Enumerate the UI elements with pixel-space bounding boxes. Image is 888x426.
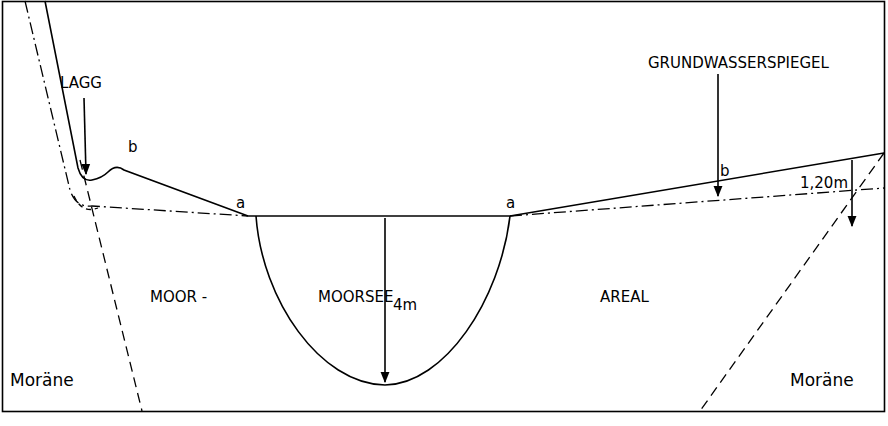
material-label: Moräne xyxy=(790,372,854,389)
frame xyxy=(3,2,885,412)
area-label: MOOR - xyxy=(150,290,207,305)
line-label: b xyxy=(128,140,138,155)
area-label: AREAL xyxy=(600,290,649,305)
thickness-tick xyxy=(851,160,853,192)
groundwater-arrow xyxy=(717,74,719,196)
material-label: Moräne xyxy=(10,372,74,389)
bog-surface-left xyxy=(45,1,248,216)
lake-basin xyxy=(256,216,510,385)
lake-surface xyxy=(248,215,510,217)
area-label: MOORSEE xyxy=(318,290,393,305)
bog-surface-right xyxy=(510,153,884,216)
groundwater-left xyxy=(25,1,248,216)
area-label: GRUNDWASSERSPIEGEL xyxy=(648,56,829,71)
lagg-arrow xyxy=(84,98,86,174)
point-label: a xyxy=(236,196,245,211)
line-label: b xyxy=(720,164,730,179)
thickness-arrow xyxy=(851,192,853,226)
groundwater-right xyxy=(510,188,884,216)
lagg-groundwater xyxy=(74,196,98,210)
moraine-boundary-left xyxy=(80,160,142,411)
point-label: a xyxy=(506,196,515,211)
dimension-label: 4m xyxy=(393,298,417,313)
area-label: LAGG xyxy=(60,76,102,91)
moraine-boundary-right xyxy=(700,153,884,411)
dimension-label: 1,20m xyxy=(800,176,848,191)
